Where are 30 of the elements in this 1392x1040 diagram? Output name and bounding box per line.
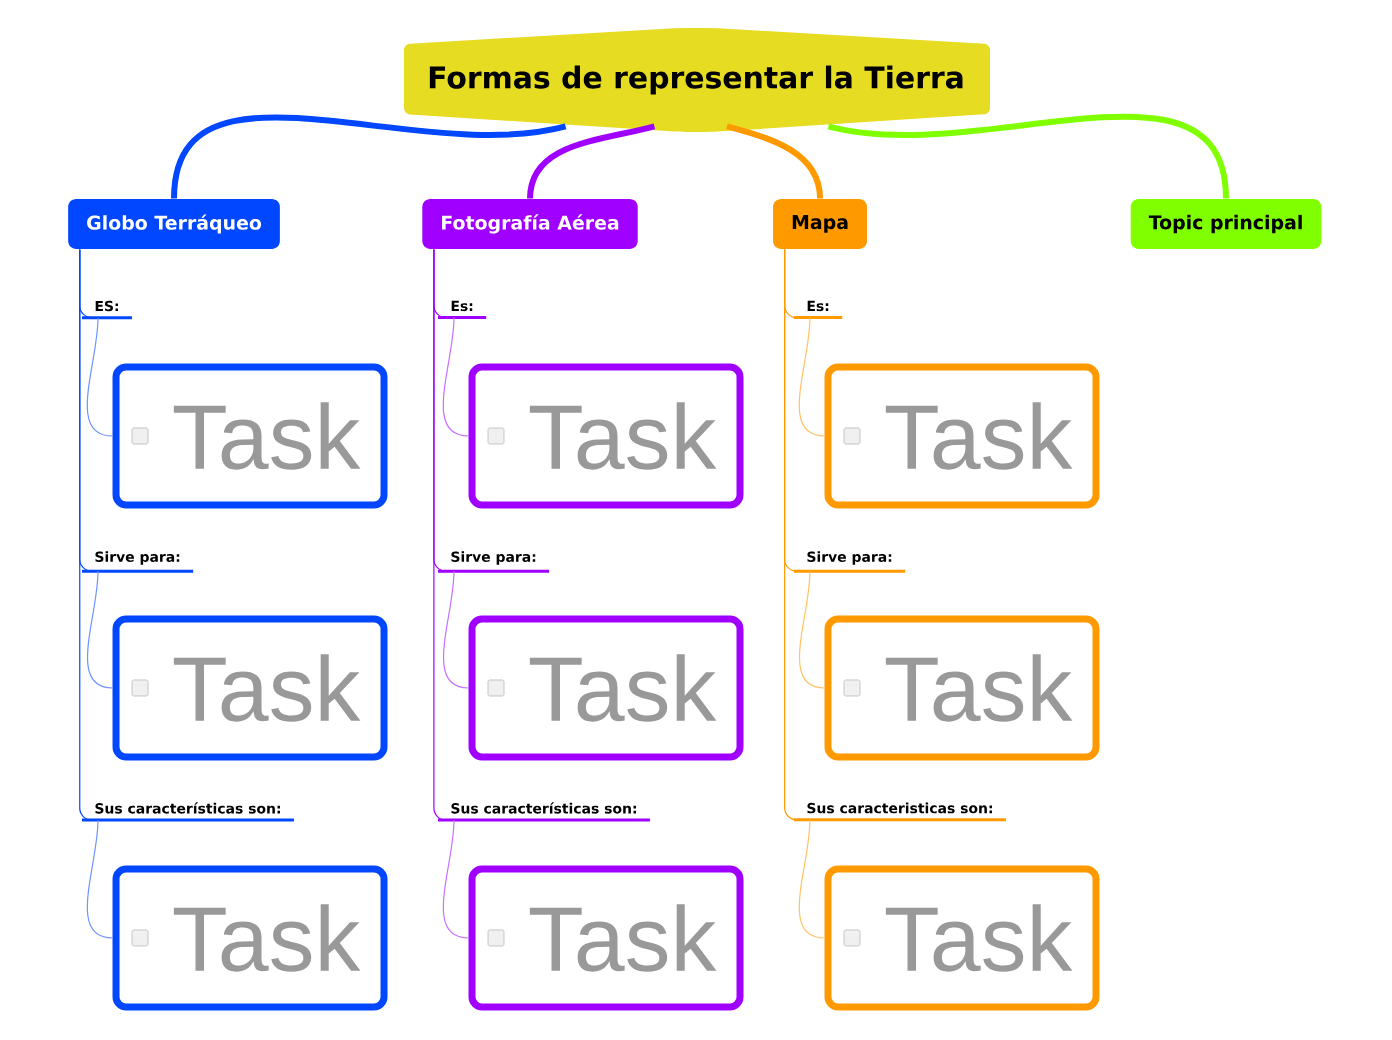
connector-line xyxy=(442,570,470,689)
connector-line xyxy=(798,819,826,939)
task-card: Task xyxy=(824,865,1100,1011)
connector-line xyxy=(798,316,826,437)
task-card: Task xyxy=(824,363,1100,509)
connector-line xyxy=(433,248,447,821)
connector-line xyxy=(86,317,114,437)
connector-line xyxy=(171,114,567,199)
topic-box: Topic principal xyxy=(1130,199,1322,249)
connector-line xyxy=(827,113,1229,199)
connector-line xyxy=(527,123,656,199)
task-card: Task xyxy=(824,615,1100,761)
connector-line xyxy=(784,248,798,821)
connector-line xyxy=(79,248,93,821)
connector-line xyxy=(726,123,823,199)
task-card: Task xyxy=(468,615,744,761)
task-card: Task xyxy=(468,363,744,509)
connector-line xyxy=(86,570,114,689)
topic-box: Globo Terráqueo xyxy=(68,199,280,249)
topic-box: Fotografía Aérea xyxy=(422,199,638,249)
topic-box: Mapa xyxy=(773,199,867,249)
task-card: Task xyxy=(112,615,388,761)
task-card: Task xyxy=(468,865,744,1011)
task-card: Task xyxy=(112,363,388,509)
connector-line xyxy=(86,819,114,939)
connector-line xyxy=(798,570,826,689)
central-topic-box: Formas de representar la Tierra xyxy=(404,28,990,132)
connector-line xyxy=(442,819,470,939)
task-card: Task xyxy=(112,865,388,1011)
connector-line xyxy=(442,316,470,437)
